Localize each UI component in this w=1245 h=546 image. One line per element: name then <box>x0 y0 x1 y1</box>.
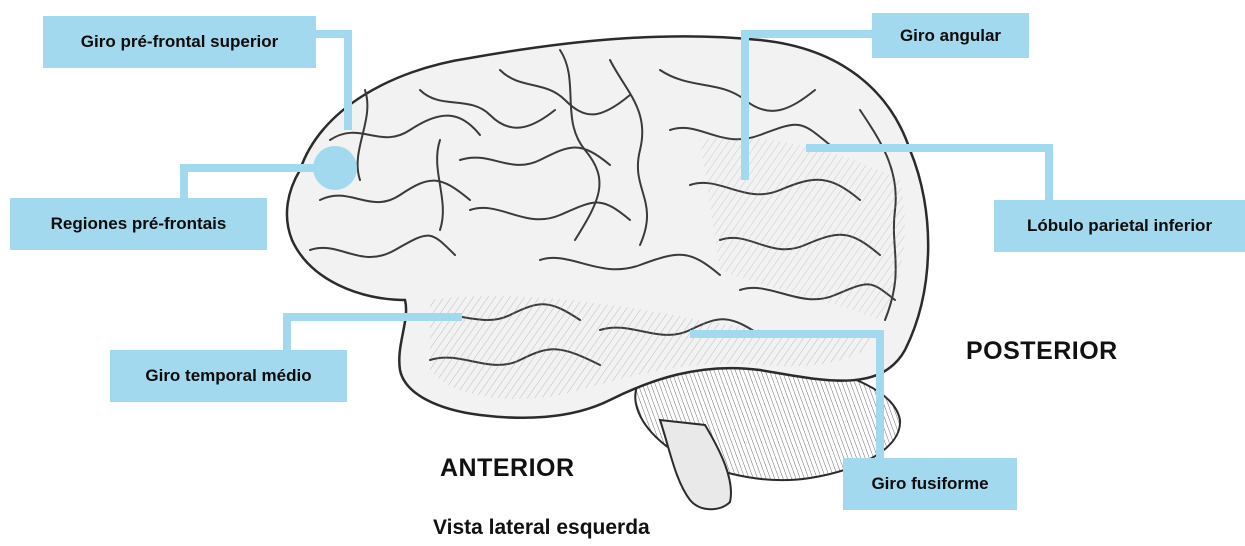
label-giro-prefrontal-superior: Giro pré-frontal superior <box>43 16 316 68</box>
label-giro-prefrontal-superior-text: Giro pré-frontal superior <box>81 32 278 52</box>
label-giro-angular: Giro angular <box>872 13 1029 58</box>
label-regiones-prefrontais: Regiones pré-frontais <box>10 198 267 250</box>
label-giro-fusiforme-text: Giro fusiforme <box>871 474 988 494</box>
orientation-posterior: POSTERIOR <box>966 337 1118 366</box>
figure-caption: Vista lateral esquerda <box>433 516 650 540</box>
label-giro-angular-text: Giro angular <box>900 26 1001 46</box>
label-regiones-prefrontais-text: Regiones pré-frontais <box>51 214 227 234</box>
label-lobulo-parietal-inferior-text: Lóbulo parietal inferior <box>1027 216 1212 236</box>
prefrontal-marker-dot <box>313 146 357 190</box>
orientation-anterior: ANTERIOR <box>440 454 575 483</box>
label-giro-temporal-medio: Giro temporal médio <box>110 350 347 402</box>
label-giro-temporal-medio-text: Giro temporal médio <box>145 366 311 386</box>
label-lobulo-parietal-inferior: Lóbulo parietal inferior <box>994 200 1245 252</box>
label-giro-fusiforme: Giro fusiforme <box>843 458 1017 510</box>
